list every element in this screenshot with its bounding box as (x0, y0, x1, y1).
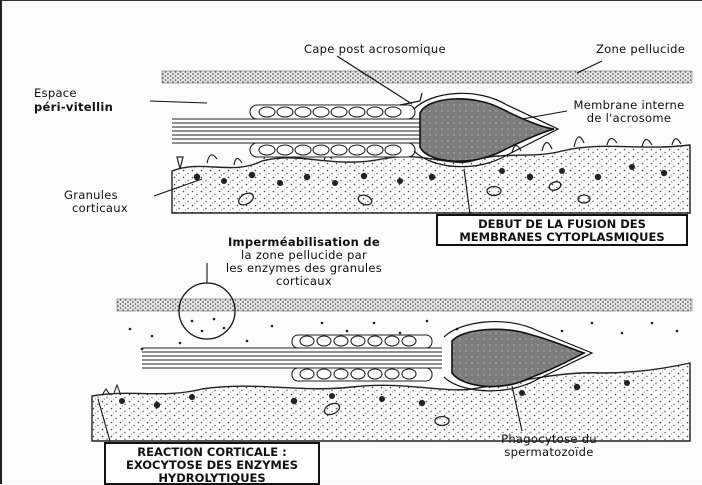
box-debut-line2: MEMBRANES CYTOPLASMIQUES (438, 231, 686, 244)
label-membrane-line2: de l'acrosome (568, 112, 690, 124)
label-phago-line1: Phagocytose du (484, 433, 614, 445)
label-imperm-line4: corticaux (190, 275, 418, 287)
zona-pellucida-band-top (162, 71, 692, 83)
label-zone-pellucide: Zone pellucide (596, 43, 685, 55)
box-reaction-corticale: REACTION CORTICALE : EXOCYTOSE DES ENZYM… (104, 442, 320, 485)
bottom-panel-drawing (92, 263, 692, 441)
label-imperm-line2: la zone pellucide par (190, 249, 418, 261)
label-granules-line1: Granules (64, 189, 118, 201)
label-imperm-line3: les enzymes des granules (190, 262, 418, 274)
box-debut-fusion: DEBUT DE LA FUSION DES MEMBRANES CYTOPLA… (436, 214, 688, 246)
top-panel-drawing (150, 56, 692, 214)
label-cape-post-acrosomique: Cape post acrosomique (304, 43, 446, 55)
label-espace-line1: Espace (34, 87, 77, 99)
sperm-head-top (420, 99, 554, 161)
box-reaction-line3: HYDROLYTIQUES (106, 472, 318, 485)
label-phago-line2: spermatozoïde (484, 446, 614, 458)
label-espace-line2: péri-vitellin (34, 101, 113, 113)
label-imperm-line1: Imperméabilisation de (190, 236, 418, 248)
label-granules-line2: corticaux (72, 202, 128, 214)
label-membrane-line1: Membrane interne (568, 99, 690, 111)
zona-pellucida-band-bottom (117, 299, 692, 311)
